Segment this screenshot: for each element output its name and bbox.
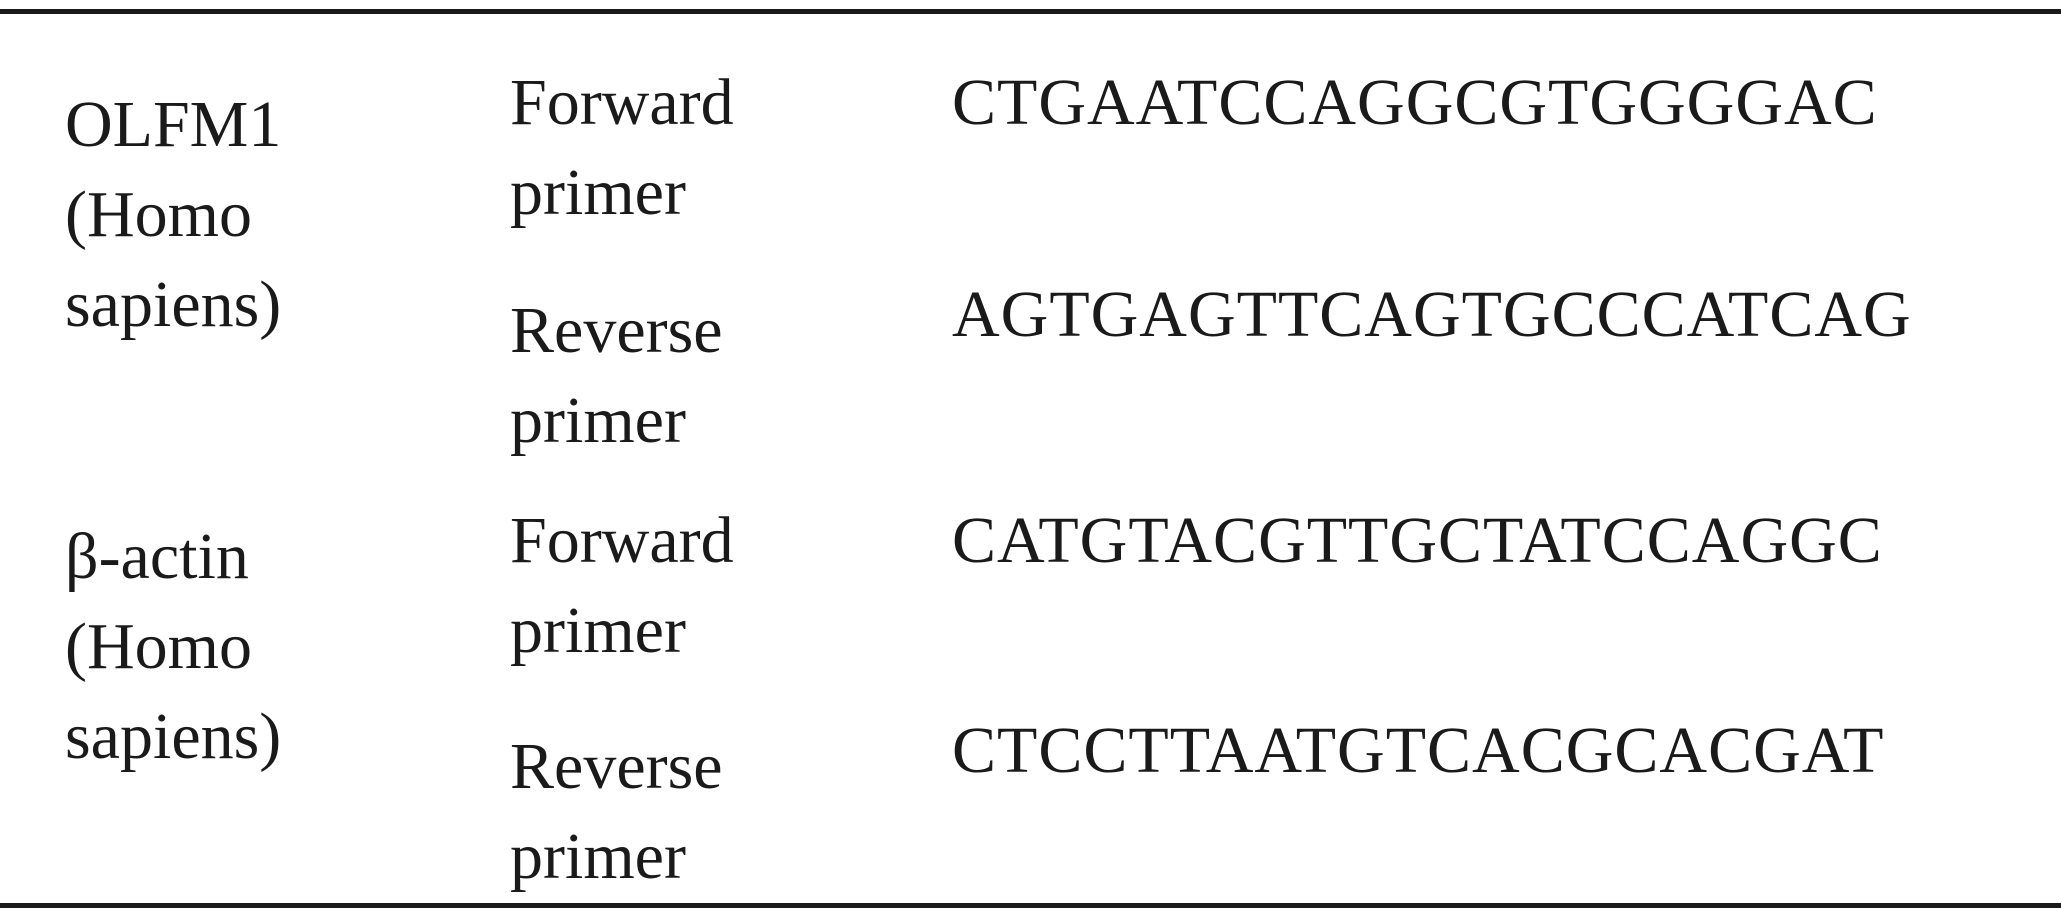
table-bottom-rule	[0, 903, 2061, 908]
primer-sequence-beta-actin-forward: CATGTACGTTGCTATCCAGGC	[952, 504, 1883, 577]
primer-sequence-olfm1-forward: CTGAATCCAGGCGTGGGGAC	[952, 66, 1878, 139]
primer-type-beta-actin-forward: Forward primer	[510, 504, 734, 667]
gene-name-olfm1: OLFM1 (Homo sapiens)	[65, 88, 282, 341]
gene-name-beta-actin: β-actin (Homo sapiens)	[65, 520, 282, 773]
primer-type-olfm1-forward: Forward primer	[510, 66, 734, 229]
primer-sequence-olfm1-reverse: AGTGAGTTCAGTGCCCATCAG	[952, 278, 1912, 351]
primer-type-olfm1-reverse: Reverse primer	[510, 294, 723, 457]
primer-sequence-beta-actin-reverse: CTCCTTAATGTCACGCACGAT	[952, 714, 1885, 787]
primer-type-beta-actin-reverse: Reverse primer	[510, 730, 723, 893]
table-top-rule	[0, 9, 2061, 14]
